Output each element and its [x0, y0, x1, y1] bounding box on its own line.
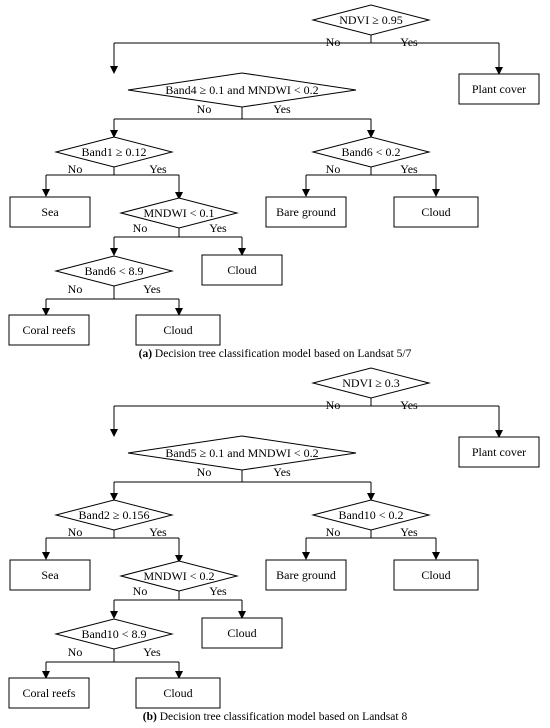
node-2-label: Band4 ≥ 0.1 and MNDWI < 0.2: [165, 83, 318, 97]
node-2-no-text: No: [197, 102, 212, 116]
node-2-diamond: [127, 435, 357, 471]
node-4-yes-text: Yes: [400, 525, 418, 539]
result-cloud-3-label: Cloud: [163, 323, 192, 337]
node-1-no-text: No: [326, 35, 341, 49]
node-1-no-text: No: [326, 398, 341, 412]
node-3-diamond: [54, 499, 174, 531]
caption-text: Decision tree classification model based…: [157, 711, 408, 723]
result-coral-reefs-box: [8, 677, 90, 709]
result-cloud-1-label: Cloud: [421, 568, 450, 582]
result-coral-reefs-label: Coral reefs: [23, 686, 76, 700]
result-plant-cover-label: Plant cover: [472, 82, 526, 96]
result-cloud-1-label: Cloud: [421, 205, 450, 219]
node-3-label: Band2 ≥ 0.156: [79, 508, 150, 522]
result-sea-label: Sea: [41, 205, 59, 219]
result-plant-cover-box: [458, 436, 540, 468]
node-5-no-text: No: [133, 584, 148, 598]
node-5-yes-text: Yes: [209, 221, 227, 235]
node-4-diamond: [311, 499, 431, 531]
result-sea-label: Sea: [41, 568, 59, 582]
node-1-yes-text: Yes: [400, 398, 418, 412]
node-2-yes-text: Yes: [273, 465, 291, 479]
figure-caption: (b) Decision tree classification model b…: [143, 711, 408, 723]
node-6-yes-text: Yes: [143, 282, 161, 296]
node-3-no-text: No: [68, 525, 83, 539]
node-2-label: Band5 ≥ 0.1 and MNDWI < 0.2: [165, 446, 318, 460]
node-1-diamond: [311, 4, 431, 36]
node-4-label: Band10 < 0.2: [338, 508, 403, 522]
node-4-no-text: No: [326, 525, 341, 539]
result-cloud-2-label: Cloud: [227, 626, 256, 640]
result-coral-reefs-box: [8, 314, 90, 346]
node-4-label: Band6 < 0.2: [341, 145, 400, 159]
node-6-yes-text: Yes: [143, 645, 161, 659]
result-bare-ground-box: [265, 559, 347, 591]
result-bare-ground-label: Bare ground: [276, 205, 336, 219]
node-3-no-text: No: [68, 162, 83, 176]
node-6-no-text: No: [68, 645, 83, 659]
node-1-label: NDVI ≥ 0.95: [339, 13, 403, 27]
node-3-diamond: [54, 136, 174, 168]
caption-label: (b): [143, 711, 157, 723]
node-6-diamond: [54, 255, 174, 287]
result-plant-cover-label: Plant cover: [472, 445, 526, 459]
node-5-label: MNDWI < 0.1: [143, 206, 214, 220]
node-6-label: Band10 < 8.9: [81, 627, 146, 641]
node-2-diamond: [127, 72, 357, 108]
result-bare-ground-box: [265, 196, 347, 228]
node-3-label: Band1 ≥ 0.12: [82, 145, 147, 159]
node-4-no-text: No: [326, 162, 341, 176]
node-1-diamond: [311, 367, 431, 399]
result-cloud-2-box: [201, 254, 283, 286]
node-5-no-text: No: [133, 221, 148, 235]
node-1-yes-text: Yes: [400, 35, 418, 49]
node-1-label: NDVI ≥ 0.3: [342, 376, 400, 390]
result-cloud-3-label: Cloud: [163, 686, 192, 700]
node-5-diamond: [119, 197, 239, 229]
caption-label: (a): [139, 348, 153, 360]
result-sea-box: [9, 559, 91, 591]
node-3-yes-text: Yes: [149, 162, 167, 176]
result-cloud-3-box: [135, 677, 221, 709]
node-5-label: MNDWI < 0.2: [143, 569, 214, 583]
result-sea-box: [9, 196, 91, 228]
result-cloud-3-box: [135, 314, 221, 346]
node-5-diamond: [119, 560, 239, 592]
result-coral-reefs-label: Coral reefs: [23, 323, 76, 337]
figure-caption: (a) Decision tree classification model b…: [139, 348, 412, 360]
node-2-no-text: No: [197, 465, 212, 479]
result-cloud-1-box: [393, 196, 479, 228]
caption-text: Decision tree classification model based…: [152, 348, 412, 360]
result-plant-cover-box: [458, 73, 540, 105]
node-2-yes-text: Yes: [273, 102, 291, 116]
node-4-diamond: [311, 136, 431, 168]
result-cloud-2-label: Cloud: [227, 263, 256, 277]
result-cloud-2-box: [201, 617, 283, 649]
node-6-label: Band6 < 8.9: [84, 264, 143, 278]
node-3-yes-text: Yes: [149, 525, 167, 539]
node-5-yes-text: Yes: [209, 584, 227, 598]
node-6-no-text: No: [68, 282, 83, 296]
node-6-diamond: [54, 618, 174, 650]
result-cloud-1-box: [393, 559, 479, 591]
result-bare-ground-label: Bare ground: [276, 568, 336, 582]
node-4-yes-text: Yes: [400, 162, 418, 176]
